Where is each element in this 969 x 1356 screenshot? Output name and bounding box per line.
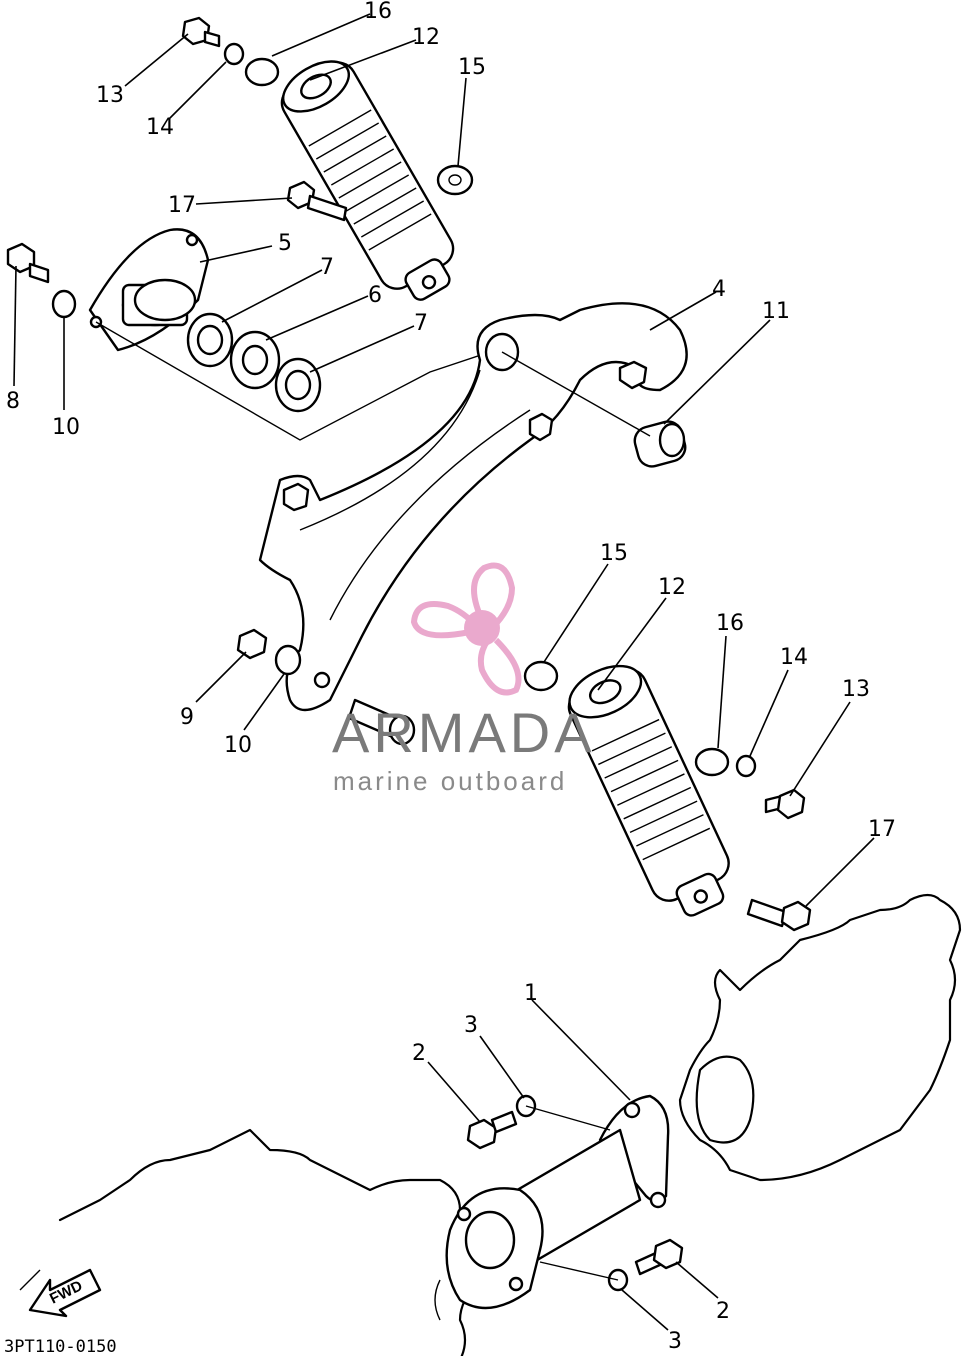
drawing-code: 3PT110-0150 — [4, 1337, 117, 1356]
callout-3-top: 3 — [464, 1013, 478, 1038]
bolt-13-bottom — [764, 788, 806, 820]
washer-15-bottom — [523, 660, 559, 692]
callout-10-left: 10 — [52, 415, 80, 440]
washer-10-right — [274, 644, 302, 676]
watermark-brand: ARMADA — [332, 701, 596, 764]
callout-15-top: 15 — [458, 55, 486, 80]
engine-case-outline-right — [678, 893, 962, 1182]
washer-14-top — [223, 42, 245, 66]
engine-case-outline-left — [19, 1128, 485, 1356]
washer-15-top — [436, 164, 474, 196]
callout-2-bottom: 2 — [716, 1299, 730, 1324]
bearing-7-a — [186, 312, 234, 368]
callout-7-a: 7 — [320, 255, 334, 280]
callout-1: 1 — [524, 981, 538, 1006]
nut-9 — [236, 628, 268, 660]
propeller-icon — [410, 562, 522, 696]
bolt-2-bottom — [634, 1238, 684, 1276]
callout-6: 6 — [368, 283, 382, 308]
bolt-2-top — [466, 1110, 518, 1150]
callout-11: 11 — [762, 299, 790, 324]
callout-16-top: 16 — [364, 0, 392, 24]
bottom-shock-absorber — [567, 664, 730, 917]
bearing-7-b — [274, 357, 322, 413]
callout-labels: 13 14 16 12 15 17 5 7 6 7 4 11 8 10 15 1… — [6, 0, 896, 1354]
callout-4: 4 — [712, 277, 726, 302]
bolt-17-top — [286, 180, 348, 222]
callout-3-bottom: 3 — [668, 1329, 682, 1354]
washer-16-top — [244, 57, 280, 87]
bracket-5 — [88, 228, 210, 352]
callout-2-top: 2 — [412, 1041, 426, 1066]
pivot-bolt — [347, 698, 416, 746]
leader-lines — [13, 13, 875, 1331]
pipe-1 — [445, 1094, 670, 1310]
callout-14-top: 14 — [146, 115, 174, 140]
washer-14-bottom — [735, 754, 757, 778]
callout-15-bottom: 15 — [600, 541, 628, 566]
watermark-logo-icon — [410, 562, 522, 696]
top-shock-absorber — [280, 60, 455, 301]
callout-12-top: 12 — [412, 25, 440, 50]
callout-10-right: 10 — [224, 733, 252, 758]
washer-16-bottom — [694, 747, 730, 777]
callout-17-top: 17 — [168, 193, 196, 218]
callout-5: 5 — [278, 231, 292, 256]
callout-14-bottom: 14 — [780, 645, 808, 670]
bolt-17-bottom — [746, 898, 812, 932]
callout-13-top: 13 — [96, 83, 124, 108]
callout-9: 9 — [180, 705, 194, 730]
propeller-hub-icon — [464, 610, 500, 646]
spacer-6 — [229, 330, 281, 390]
watermark-tagline: marine outboard — [333, 766, 567, 796]
swing-arm-4 — [258, 302, 688, 712]
bolt-13-top — [181, 16, 221, 48]
callout-17-bottom: 17 — [868, 817, 896, 842]
fwd-arrow-icon: FWD — [28, 1268, 102, 1318]
callout-13-bottom: 13 — [842, 677, 870, 702]
bolt-8 — [6, 242, 50, 284]
callout-7-b: 7 — [414, 311, 428, 336]
callout-12-bottom: 12 — [658, 575, 686, 600]
callout-8: 8 — [6, 389, 20, 414]
bushing-11 — [633, 420, 687, 468]
callout-16-bottom: 16 — [716, 611, 744, 636]
washer-10-left — [51, 289, 77, 319]
